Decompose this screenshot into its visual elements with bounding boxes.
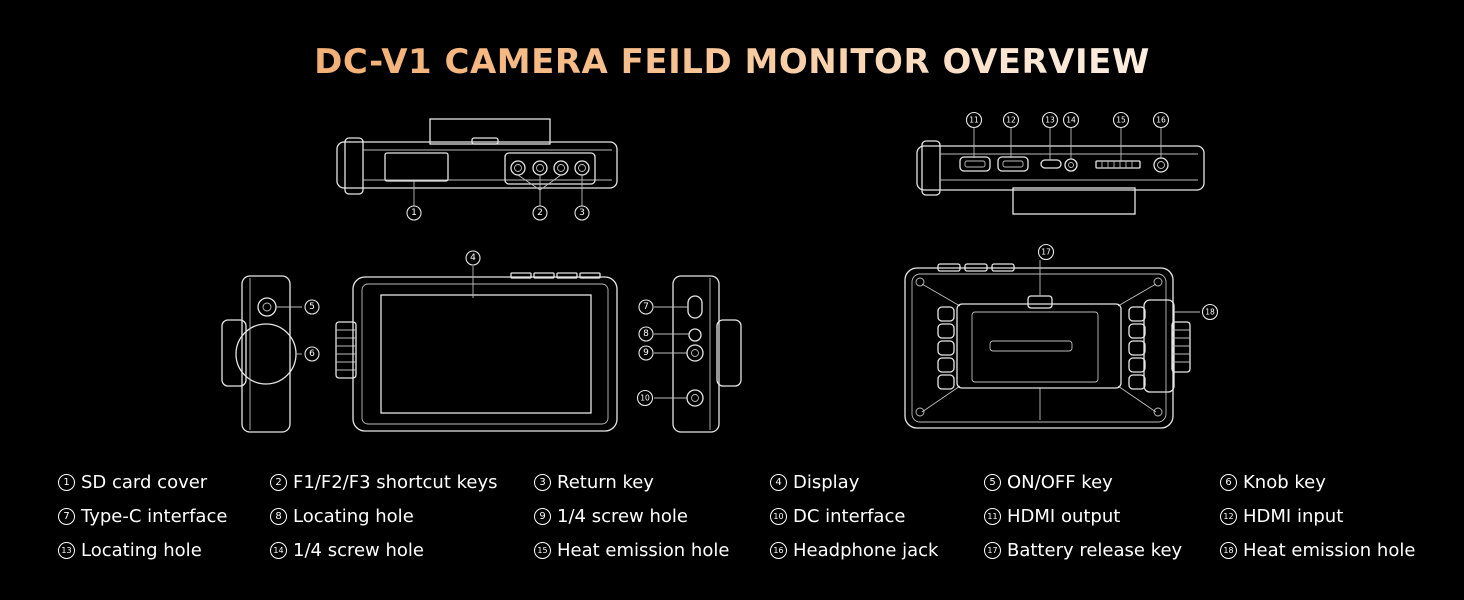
svg-text:1: 1 <box>411 208 417 218</box>
legend-item-1: 1 SD card cover <box>58 472 207 493</box>
svg-text:11: 11 <box>969 116 979 125</box>
svg-text:5: 5 <box>309 302 315 312</box>
legend-label: 1/4 screw hole <box>557 506 688 527</box>
svg-text:4: 4 <box>470 253 476 263</box>
legend-label: DC interface <box>793 506 906 527</box>
legend-number: 10 <box>770 508 787 525</box>
legend-number: 11 <box>984 508 1001 525</box>
svg-text:13: 13 <box>1045 116 1055 125</box>
callout-4: 4 <box>465 250 481 266</box>
callout-18: 18 <box>1201 303 1219 321</box>
legend-item-2: 2 F1/F2/F3 shortcut keys <box>270 472 498 493</box>
legend-label: Heat emission hole <box>1243 540 1416 561</box>
legend-number: 7 <box>58 508 75 525</box>
svg-text:16: 16 <box>1156 116 1166 125</box>
legend-item-7: 7 Type-C interface <box>58 506 227 527</box>
legend-label: Return key <box>557 472 654 493</box>
legend-label: Headphone jack <box>793 540 939 561</box>
legend-item-8: 8 Locating hole <box>270 506 414 527</box>
legend-label: Battery release key <box>1007 540 1183 561</box>
legend-label: Knob key <box>1243 472 1326 493</box>
callout-5: 5 <box>304 299 320 315</box>
legend-label: Display <box>793 472 860 493</box>
legend-number: 15 <box>534 542 551 559</box>
svg-text:6: 6 <box>309 349 315 359</box>
callout-7: 7 <box>638 299 654 315</box>
legend-label: F1/F2/F3 shortcut keys <box>293 472 498 493</box>
legend-number: 13 <box>58 542 75 559</box>
legend-number: 14 <box>270 542 287 559</box>
legend-item-9: 9 1/4 screw hole <box>534 506 688 527</box>
legend-number: 6 <box>1220 474 1237 491</box>
legend-item-17: 17 Battery release key <box>984 540 1182 561</box>
legend-label: 1/4 screw hole <box>293 540 424 561</box>
legend-number: 12 <box>1220 508 1237 525</box>
right-side-view-drawing <box>654 275 742 433</box>
legend-number: 9 <box>534 508 551 525</box>
legend-item-11: 11 HDMI output <box>984 506 1120 527</box>
svg-text:8: 8 <box>643 329 649 339</box>
legend-number: 4 <box>770 474 787 491</box>
svg-text:10: 10 <box>640 394 650 403</box>
legend-label: Locating hole <box>81 540 202 561</box>
legend-number: 1 <box>58 474 75 491</box>
callout-15: 15 <box>1112 111 1130 129</box>
svg-text:3: 3 <box>579 208 585 218</box>
callout-11: 11 <box>965 111 983 129</box>
legend-number: 3 <box>534 474 551 491</box>
callout-6: 6 <box>304 346 320 362</box>
legend-item-13: 13 Locating hole <box>58 540 202 561</box>
legend-number: 2 <box>270 474 287 491</box>
callout-2: 2 <box>532 205 548 221</box>
legend-item-4: 4 Display <box>770 472 859 493</box>
left-side-view-drawing <box>221 275 302 433</box>
svg-text:7: 7 <box>643 302 649 312</box>
legend-label: Type-C interface <box>81 506 228 527</box>
svg-text:12: 12 <box>1006 116 1016 125</box>
legend-number: 8 <box>270 508 287 525</box>
callout-8: 8 <box>638 326 654 342</box>
callout-17: 17 <box>1037 243 1055 261</box>
bottom-edge-view-drawing <box>916 128 1205 215</box>
monitor-diagram: 1 2 3 4 5 6 7 8 9 10 11 12 13 14 15 16 1… <box>221 111 1219 433</box>
legend-item-10: 10 DC interface <box>770 506 905 527</box>
svg-text:14: 14 <box>1066 116 1076 125</box>
callout-16: 16 <box>1152 111 1170 129</box>
legend-item-5: 5 ON/OFF key <box>984 472 1113 493</box>
top-view-drawing <box>336 118 618 206</box>
callout-13: 13 <box>1041 111 1059 129</box>
legend-item-3: 3 Return key <box>534 472 654 493</box>
callout-12: 12 <box>1002 111 1020 129</box>
front-view-drawing <box>335 266 618 432</box>
svg-text:17: 17 <box>1041 248 1051 257</box>
svg-text:15: 15 <box>1116 116 1126 125</box>
callout-1: 1 <box>406 205 422 221</box>
legend-item-12: 12 HDMI input <box>1220 506 1343 527</box>
svg-text:2: 2 <box>537 208 543 218</box>
legend-label: Locating hole <box>293 506 414 527</box>
legend-item-16: 16 Headphone jack <box>770 540 938 561</box>
callout-14: 14 <box>1062 111 1080 129</box>
legend-item-6: 6 Knob key <box>1220 472 1326 493</box>
legend-number: 17 <box>984 542 1001 559</box>
svg-text:18: 18 <box>1205 308 1215 317</box>
legend-label: HDMI input <box>1243 506 1344 527</box>
callout-9: 9 <box>638 345 654 361</box>
legend-label: SD card cover <box>81 472 208 493</box>
legend-item-15: 15 Heat emission hole <box>534 540 729 561</box>
legend-label: HDMI output <box>1007 506 1121 527</box>
svg-text:9: 9 <box>643 348 649 358</box>
legend-label: ON/OFF key <box>1007 472 1113 493</box>
legend-number: 18 <box>1220 542 1237 559</box>
legend-number: 16 <box>770 542 787 559</box>
callout-10: 10 <box>636 389 654 407</box>
legend-item-14: 14 1/4 screw hole <box>270 540 424 561</box>
legend-number: 5 <box>984 474 1001 491</box>
legend-label: Heat emission hole <box>557 540 730 561</box>
legend-item-18: 18 Heat emission hole <box>1220 540 1415 561</box>
page-title: DC-V1 CAMERA FEILD MONITOR OVERVIEW <box>0 42 1464 82</box>
callout-3: 3 <box>574 205 590 221</box>
back-view-drawing <box>904 260 1200 429</box>
